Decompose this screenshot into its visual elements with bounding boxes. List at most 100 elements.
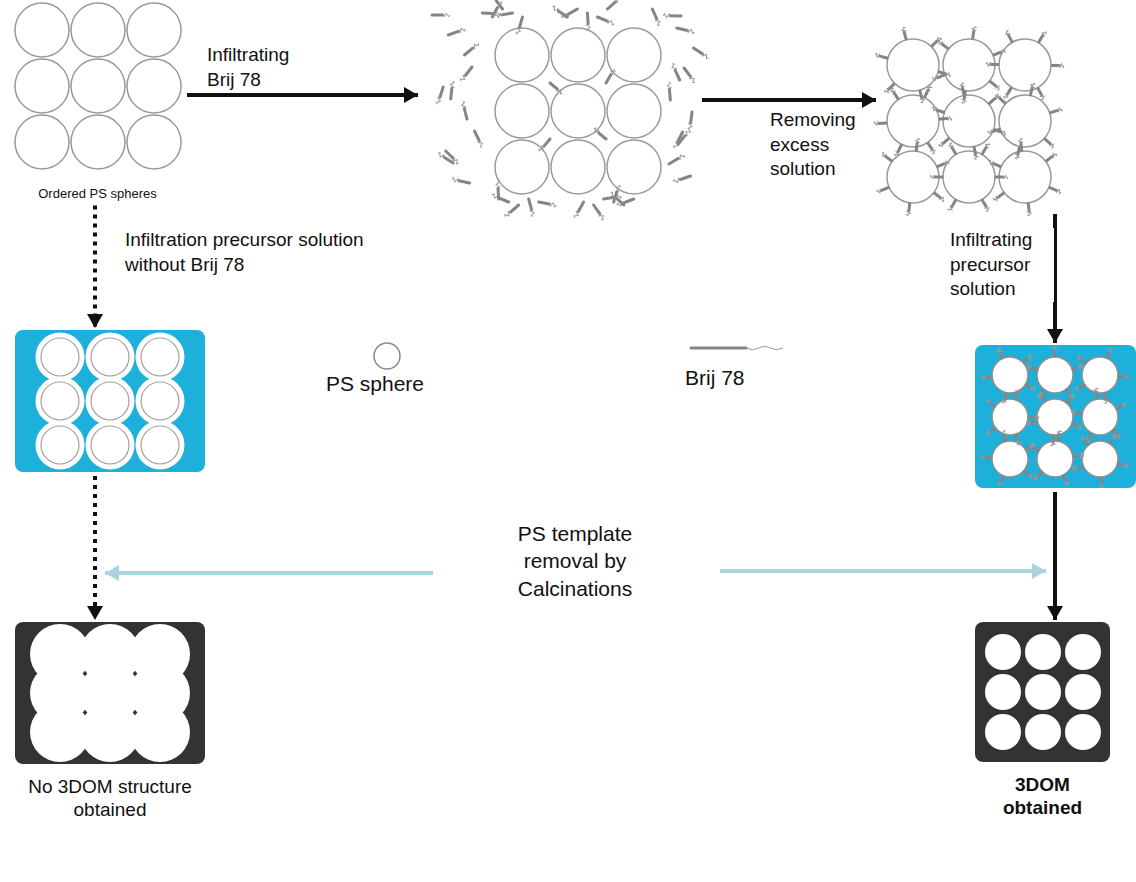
brij-molecule [691,346,783,350]
brij-molecule [1037,31,1046,43]
brij-molecule [986,427,996,436]
brij-molecule [593,127,608,140]
brij-molecule [451,177,469,184]
brij-molecule [1053,346,1057,356]
brij-molecule [612,184,621,202]
brij-molecule [1062,475,1070,486]
ps-sphere [999,151,1051,203]
ps-sphere [41,382,79,420]
process-stage [878,30,1068,210]
brij-molecule [683,67,697,84]
brij-molecule [482,11,500,15]
brij-molecule [651,8,662,26]
material-box [975,622,1110,762]
brij-molecule [981,199,990,211]
brij-molecule [993,192,1005,202]
illustration [15,330,205,472]
brij-molecule [932,107,945,114]
macropore [985,674,1021,710]
ps-sphere [1082,399,1118,435]
brij-molecule [1052,64,1064,68]
ps-sphere [127,59,181,113]
brij-molecule [940,116,952,120]
legend-swatch [305,340,445,372]
brij-molecule [972,147,978,159]
brij-molecule [516,17,524,35]
ps-sphere [141,338,179,376]
brij-molecule [890,88,900,100]
macropore [1025,714,1061,750]
step-label: Infiltrating Brij 78 [205,43,313,92]
brij-molecule [1003,87,1012,99]
macropore [985,634,1021,670]
calcination-arrow [105,571,433,575]
brij-molecule [538,200,556,207]
brij-molecule [1116,402,1127,410]
brij-molecule [876,186,888,194]
dashed-arrow [93,206,97,328]
ps-sphere-ring [38,423,82,467]
brij-molecule [981,375,991,380]
step-label: Removing excess solution [768,108,872,182]
brij-molecule [1051,436,1055,446]
process-stage: 3DOM obtained [975,622,1110,820]
brij-molecule [1073,453,1083,458]
brij-molecule [463,42,479,56]
ps-sphere-ring [88,379,132,423]
brij-molecule [1027,365,1038,371]
brij-molecule [491,0,503,18]
brij-molecule [688,112,694,130]
ps-sphere [999,95,1051,147]
brij-molecule [436,86,445,104]
ps-sphere-ring [38,335,82,379]
dashed-arrow [93,476,97,620]
brij-molecule [1044,138,1055,149]
brij-molecule [1119,375,1129,379]
ps-sphere [141,382,179,420]
brij-molecule [1002,393,1008,404]
brij-molecule [894,144,902,156]
brij-molecule [1080,436,1089,446]
ps-sphere [1082,441,1118,477]
ps-sphere [91,426,129,464]
brij-molecule [692,46,709,59]
brij-molecule [1103,393,1109,404]
brij-molecule [573,201,585,218]
brij-molecule [449,81,454,99]
ps-sphere [15,59,69,113]
stage-caption: Ordered PS spheres [10,186,185,202]
brij-molecule [597,15,615,25]
ps-sphere [91,338,129,376]
brij-molecule [1026,383,1036,391]
brij-molecule [1094,388,1099,398]
ps-sphere [41,338,79,376]
legend-entry: Brij 78 [685,334,795,390]
process-stage: No 3DOM structure obtained [15,622,205,822]
brij-molecule [1105,347,1112,358]
macropore [985,714,1021,750]
legend-label: Brij 78 [685,366,795,390]
ps-sphere [71,115,125,169]
brij-molecule [989,80,1001,90]
brij-molecule [473,130,484,148]
brij-molecule [549,82,564,95]
brij-molecule [1066,394,1075,404]
brij-molecule [1056,430,1061,440]
brij-molecule [881,152,893,162]
brij-molecule [606,0,622,10]
brij-molecule [538,138,551,153]
stage-caption: 3DOM obtained [975,774,1110,820]
brij-molecule [1050,107,1063,114]
brij-molecule [1001,430,1007,441]
ps-sphere-ring [38,379,82,423]
brij-molecule [960,82,966,94]
brij-molecule [875,53,888,60]
brij-molecule [927,142,937,154]
material-box [15,622,205,764]
ps-sphere [992,441,1028,477]
brij-molecule [932,73,944,81]
brij-molecule [437,152,454,165]
brij-molecule [1029,82,1035,94]
brij-molecule [1037,88,1046,100]
